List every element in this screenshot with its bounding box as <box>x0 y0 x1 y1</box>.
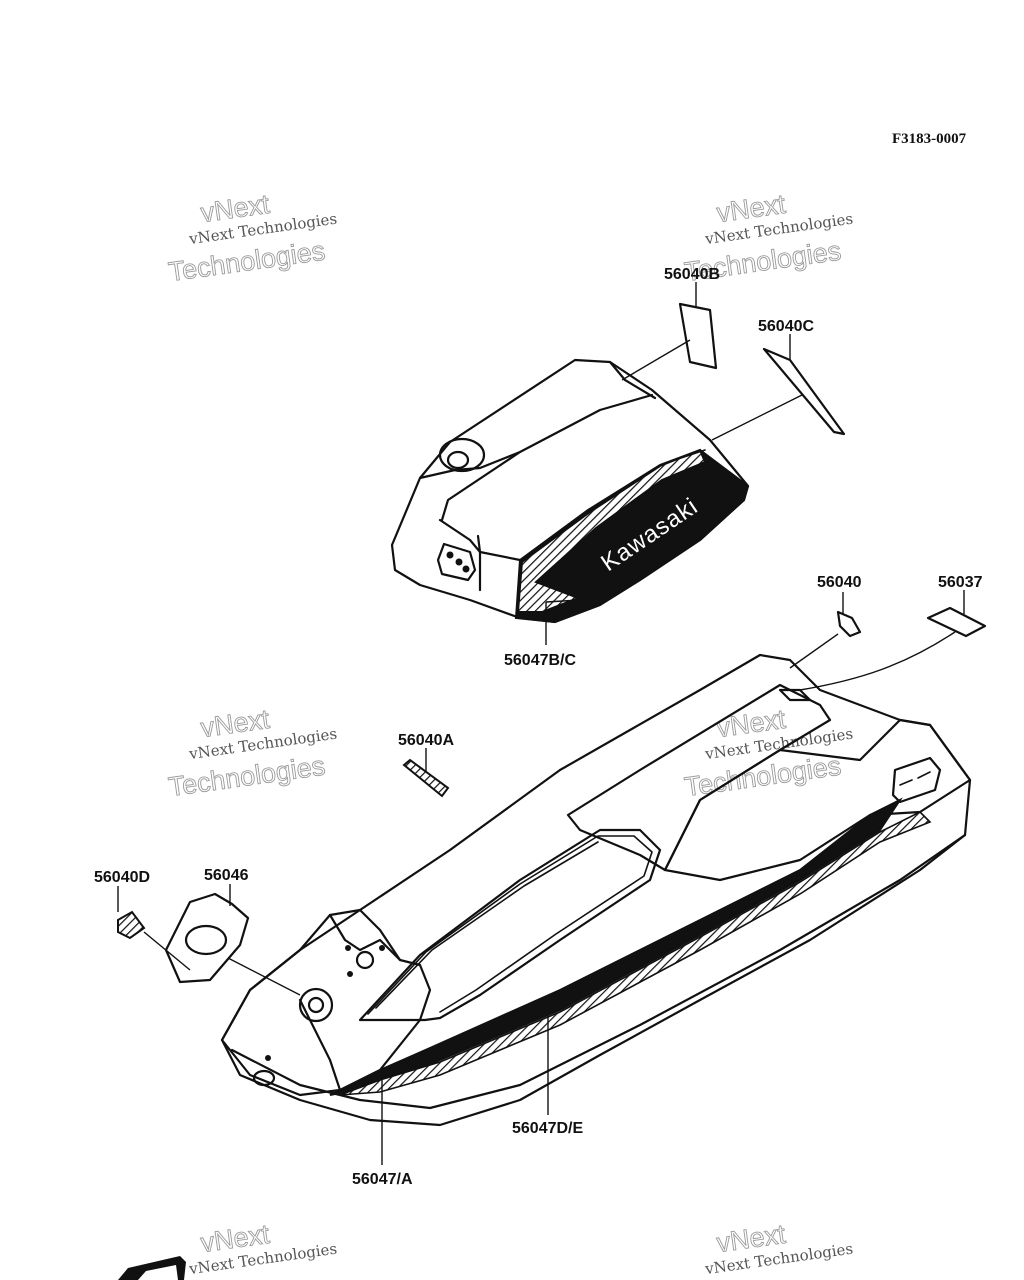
leader-56040c-to-hood <box>711 394 803 441</box>
watermark-bottom-right: vNext vNext Technologies <box>703 1218 854 1278</box>
hull <box>220 653 972 1127</box>
decal-56040b-shape <box>678 302 718 370</box>
label-56040: 56040 <box>817 574 862 591</box>
decal-56040-shape <box>836 610 862 638</box>
label-56040c: 56040C <box>758 318 814 335</box>
watermark-mid-right: vNext vNext Technologies Technologies <box>682 703 854 802</box>
label-56040b: 56040B <box>664 266 720 283</box>
label-56047bc: 56047B/C <box>504 652 576 669</box>
figure-id: F3183-0007 <box>892 131 967 147</box>
label-56047de: 56047D/E <box>512 1120 583 1137</box>
decal-56037-shape <box>926 606 987 638</box>
leader-56040d-to-hull <box>143 931 191 971</box>
hull-dark-stripe <box>329 797 903 1096</box>
label-56046: 56046 <box>204 867 249 884</box>
watermark-mid-left: vNext vNext Technologies Technologies <box>166 703 338 802</box>
hull-hatched-stripe <box>339 811 932 1096</box>
engine-hood: Kawasaki <box>390 358 750 624</box>
hood-dark-panel <box>514 448 750 624</box>
decal-56040c-shape <box>762 347 846 436</box>
leader-56046-to-hull <box>227 957 301 996</box>
label-56040d: 56040D <box>94 869 150 886</box>
decal-56040a-shape <box>402 758 450 798</box>
watermark-bottom-left: vNext vNext Technologies <box>187 1218 338 1278</box>
label-56037: 56037 <box>938 574 983 591</box>
front-arrow-icon <box>118 1256 186 1280</box>
watermark-top-left: vNext vNext Technologies Technologies <box>166 188 338 287</box>
leader-56040b-to-hood <box>621 339 691 381</box>
label-56047a: 56047/A <box>352 1171 413 1188</box>
label-56040a: 56040A <box>398 732 454 749</box>
leader-56040-to-hull <box>789 633 839 669</box>
decal-56040d-shape <box>117 910 146 940</box>
decal-56046-shape <box>164 892 250 984</box>
leader-56047bc-arrow <box>545 599 581 603</box>
leader-56037-to-hull <box>799 631 956 691</box>
